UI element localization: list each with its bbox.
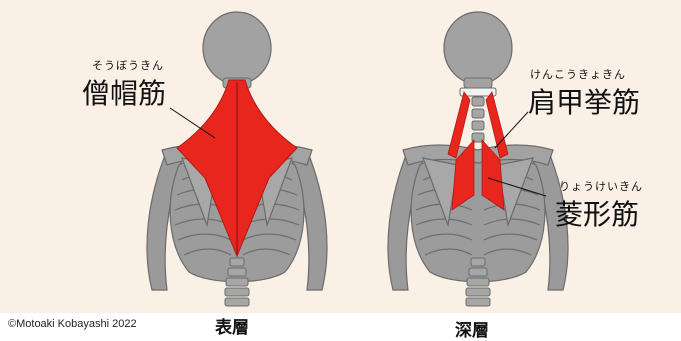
rhomboid-label: 菱形筋 [555,193,639,233]
copyright-text: ©Motoaki Kobayashi 2022 [8,318,137,330]
levator-scapulae-label: 肩甲挙筋 [528,81,640,121]
trapezius-reading: そうぼうきん [92,57,164,73]
levator-scapulae-reading: けんこうきょきん [530,66,626,82]
skeleton-superficial [147,12,327,306]
rhomboid-reading: りょうけいきん [559,178,643,194]
superficial-caption: 表層 [215,313,249,338]
skeleton-deep [388,12,568,306]
trapezius-label: 僧帽筋 [82,72,166,112]
deep-caption: 深層 [455,316,489,341]
